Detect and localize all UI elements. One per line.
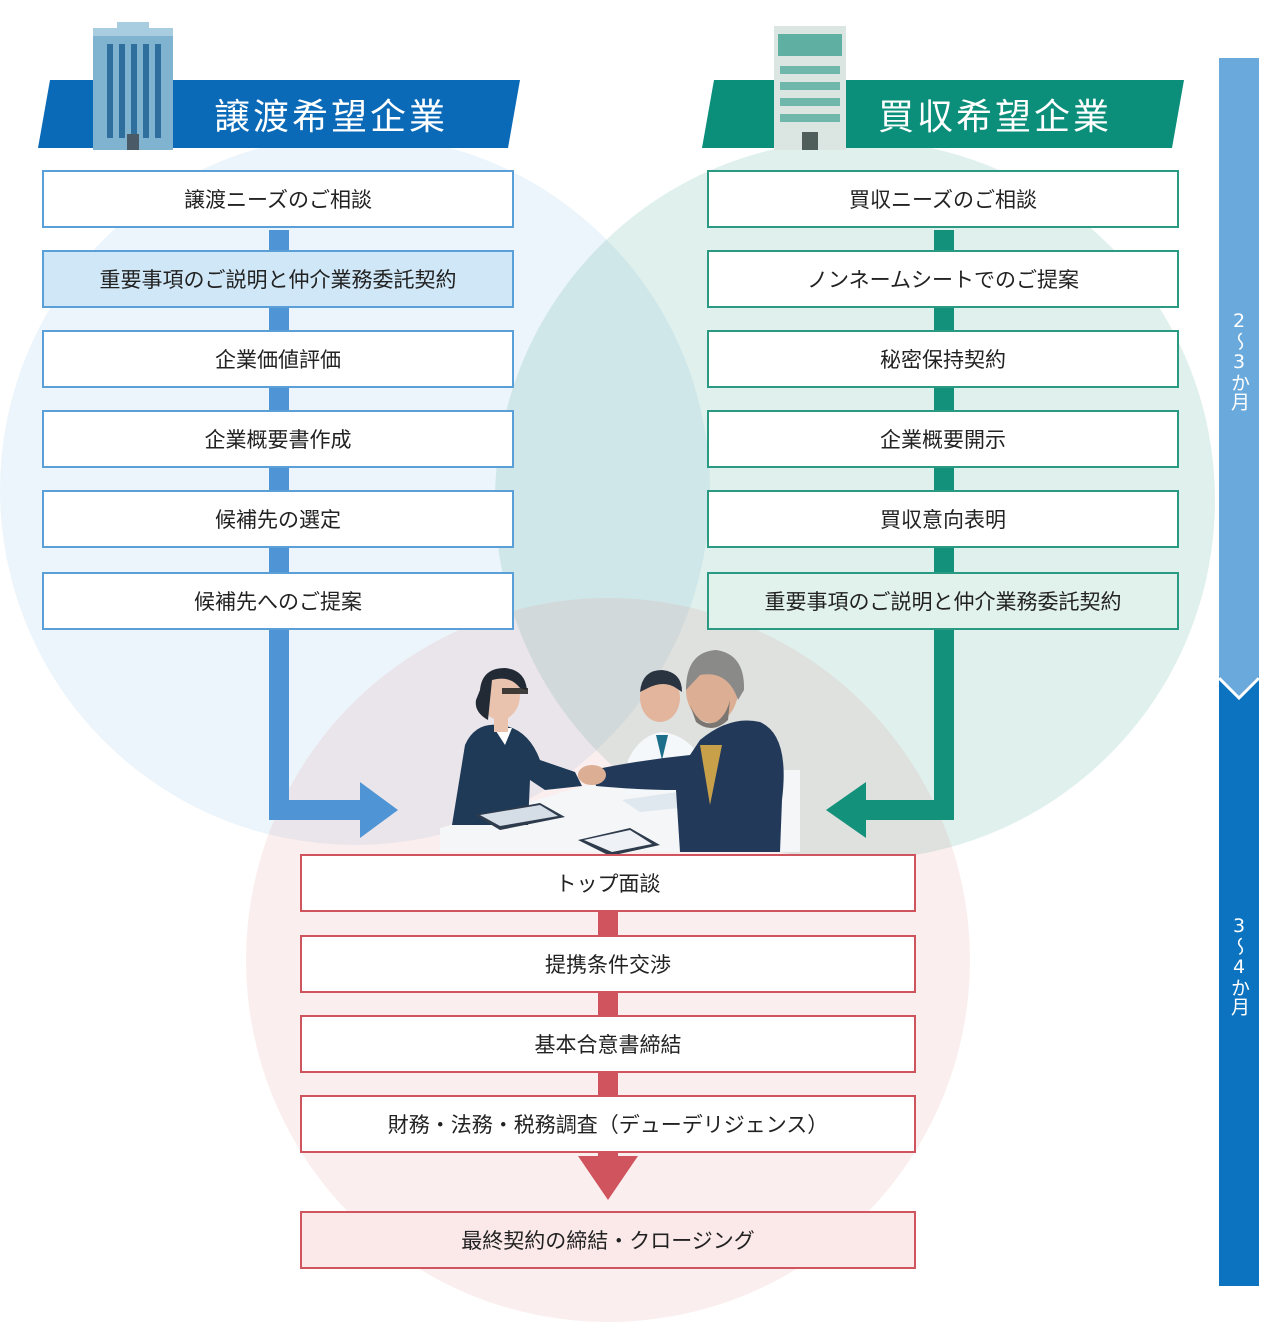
joint-step-4: 財務・法務・税務調査（デューデリジェンス） bbox=[300, 1095, 916, 1153]
seller-arrow-shaft bbox=[269, 800, 364, 820]
timeline-phase-1 bbox=[1219, 58, 1259, 696]
buyer-step-4: 企業概要開示 bbox=[707, 410, 1179, 468]
seller-step-1-label: 譲渡ニーズのご相談 bbox=[184, 188, 372, 212]
business-handshake-meeting-illustration bbox=[440, 650, 800, 856]
buyer-arrow-shaft bbox=[862, 800, 954, 820]
joint-step-4-label: 財務・法務・税務調査（デューデリジェンス） bbox=[387, 1113, 829, 1137]
seller-title: 譲渡希望企業 bbox=[214, 97, 449, 138]
timeline-phase-2-label: 3～4か月 bbox=[1228, 915, 1250, 1016]
buyer-step-6-label: 重要事項のご説明と仲介業務委託契約 bbox=[764, 590, 1122, 614]
seller-step-5-label: 候補先の選定 bbox=[215, 508, 341, 532]
seller-step-2: 重要事項のご説明と仲介業務委託契約 bbox=[42, 250, 514, 308]
seller-step-3: 企業価値評価 bbox=[42, 330, 514, 388]
joint-step-1: トップ面談 bbox=[300, 854, 916, 912]
joint-step-2: 提携条件交渉 bbox=[300, 935, 916, 993]
seller-arrow-head bbox=[360, 782, 398, 838]
joint-step-5: 最終契約の締結・クロージング bbox=[300, 1211, 916, 1269]
seller-step-4-label: 企業概要書作成 bbox=[204, 428, 352, 452]
buyer-step-1: 買収ニーズのご相談 bbox=[707, 170, 1179, 228]
seller-step-2-label: 重要事項のご説明と仲介業務委託契約 bbox=[99, 268, 457, 292]
timeline-phase-2 bbox=[1219, 676, 1259, 1286]
seller-step-1: 譲渡ニーズのご相談 bbox=[42, 170, 514, 228]
buyer-step-5: 買収意向表明 bbox=[707, 490, 1179, 548]
buyer-step-4-label: 企業概要開示 bbox=[880, 428, 1006, 452]
joint-step-5-label: 最終契約の締結・クロージング bbox=[461, 1229, 755, 1253]
seller-building-icon bbox=[93, 22, 173, 150]
joint-step-3-label: 基本合意書締結 bbox=[534, 1033, 682, 1057]
timeline-phase-1-label-wrap: 2～3か月 bbox=[1219, 310, 1259, 450]
buyer-step-6: 重要事項のご説明と仲介業務委託契約 bbox=[707, 572, 1179, 630]
joint-arrow-head bbox=[578, 1156, 638, 1200]
buyer-building-icon bbox=[774, 26, 846, 150]
joint-step-3: 基本合意書締結 bbox=[300, 1015, 916, 1073]
seller-step-6-label: 候補先へのご提案 bbox=[194, 590, 362, 614]
buyer-step-2-label: ノンネームシートでのご提案 bbox=[807, 268, 1079, 292]
seller-step-4: 企業概要書作成 bbox=[42, 410, 514, 468]
buyer-step-2: ノンネームシートでのご提案 bbox=[707, 250, 1179, 308]
buyer-step-1-label: 買収ニーズのご相談 bbox=[849, 188, 1037, 212]
buyer-step-3-label: 秘密保持契約 bbox=[880, 348, 1006, 372]
seller-step-5: 候補先の選定 bbox=[42, 490, 514, 548]
seller-step-3-label: 企業価値評価 bbox=[215, 348, 341, 372]
buyer-title: 買収希望企業 bbox=[878, 97, 1113, 138]
buyer-arrow-head bbox=[826, 782, 866, 838]
timeline-phase-2-label-wrap: 3～4か月 bbox=[1219, 915, 1259, 1055]
joint-step-2-label: 提携条件交渉 bbox=[545, 953, 671, 977]
buyer-step-5-label: 買収意向表明 bbox=[880, 508, 1006, 532]
joint-step-1-label: トップ面談 bbox=[555, 872, 661, 896]
timeline-phase-1-label: 2～3か月 bbox=[1228, 310, 1250, 411]
timeline-bar bbox=[1219, 58, 1261, 1286]
seller-step-6: 候補先へのご提案 bbox=[42, 572, 514, 630]
buyer-step-3: 秘密保持契約 bbox=[707, 330, 1179, 388]
